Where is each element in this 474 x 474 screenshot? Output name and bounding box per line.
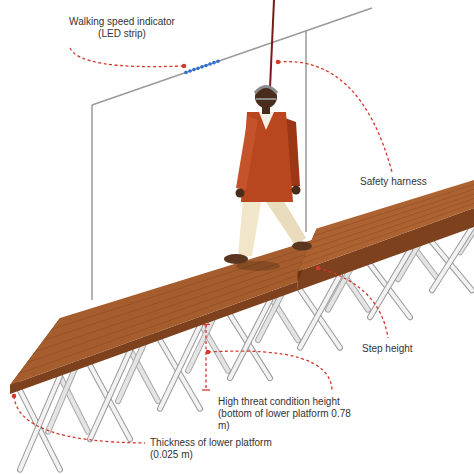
shoe xyxy=(292,242,312,251)
support-leg xyxy=(20,376,60,470)
support-leg xyxy=(160,326,200,409)
support-leg xyxy=(20,376,60,470)
leader-dot xyxy=(316,266,321,271)
hand xyxy=(236,189,245,198)
wall-edge xyxy=(305,31,307,232)
led-dot xyxy=(216,59,220,63)
plank-line xyxy=(27,267,304,362)
plank-line xyxy=(307,194,474,250)
headgear xyxy=(255,87,277,94)
led-dot xyxy=(184,71,188,75)
leader-dot xyxy=(206,350,211,355)
height-tick xyxy=(202,324,210,325)
leader-line xyxy=(318,268,388,338)
led-dot xyxy=(192,68,196,72)
plank-line xyxy=(18,274,301,374)
leader-line xyxy=(70,48,182,67)
plank-line xyxy=(43,253,310,340)
support-leg xyxy=(90,351,130,439)
harness-rope xyxy=(270,0,274,88)
hand xyxy=(292,186,301,195)
lower-platform xyxy=(10,239,317,385)
height-tick xyxy=(202,389,210,390)
led-dot xyxy=(212,61,216,65)
led-dot xyxy=(188,69,192,73)
annotation-label: High threat condition height (bottom of … xyxy=(218,396,360,432)
annotation-label: Walking speed indicator (LED strip) xyxy=(62,16,182,40)
support-leg xyxy=(160,326,200,409)
led-dot xyxy=(196,66,200,70)
support-leg xyxy=(90,351,130,439)
leader-line xyxy=(14,396,145,443)
annotation-label: Safety harness xyxy=(360,176,460,188)
upper-platform xyxy=(298,180,474,272)
shoe xyxy=(224,254,248,264)
led-dot xyxy=(200,65,204,69)
leader-dot xyxy=(276,60,281,65)
leader-dot xyxy=(182,64,187,69)
plank-line xyxy=(310,189,474,243)
plank-line xyxy=(314,185,474,236)
led-dot xyxy=(208,62,212,66)
plank-line xyxy=(35,260,307,351)
plank-line xyxy=(52,246,314,329)
wall-edge xyxy=(91,105,93,300)
leader-line xyxy=(278,62,392,172)
headgear xyxy=(256,98,276,100)
annotation-label: Thickness of lower platform (0.025 m) xyxy=(150,437,286,461)
annotation-label: Step height xyxy=(362,343,462,355)
head xyxy=(255,86,277,108)
collar xyxy=(259,112,274,130)
sleeve xyxy=(236,116,258,190)
leader-dot xyxy=(12,394,17,399)
height-line xyxy=(205,324,206,390)
leader-line xyxy=(208,351,332,390)
led-dot xyxy=(204,64,208,68)
plank-line xyxy=(304,199,474,258)
